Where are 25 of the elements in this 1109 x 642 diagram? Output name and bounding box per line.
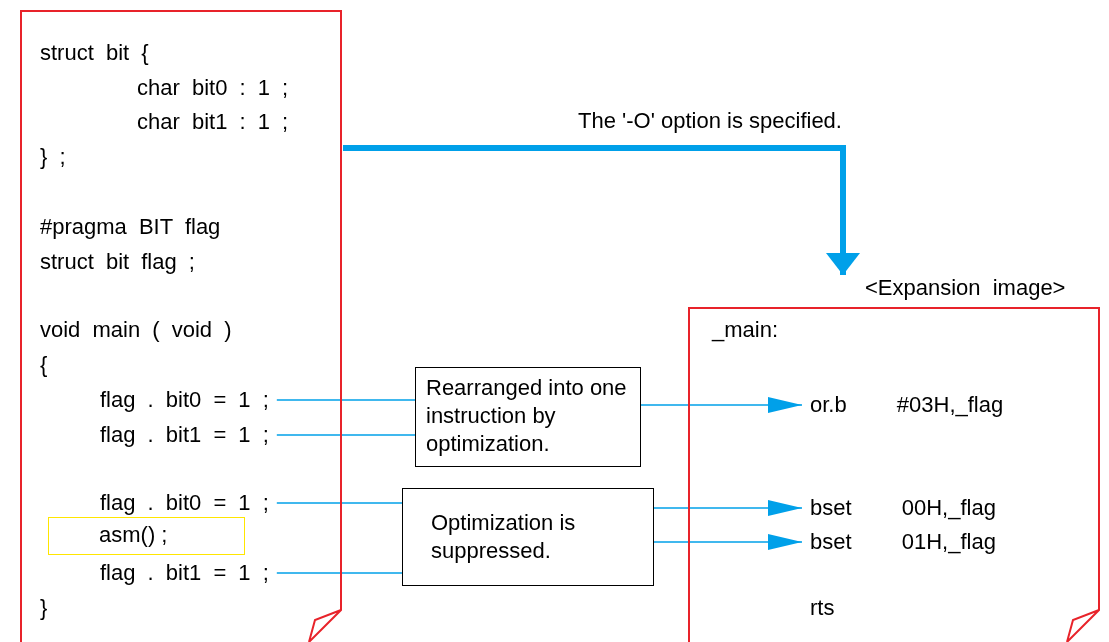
code-line: flag . bit1 = 1 ; — [100, 422, 269, 448]
arrow — [653, 534, 803, 550]
code-line: char bit0 : 1 ; — [137, 75, 289, 101]
note-box: Optimization is suppressed. — [402, 488, 654, 586]
code-line: void main ( void ) — [40, 317, 232, 343]
code-line: _main: — [712, 317, 779, 343]
page-heading: <Expansion image> — [865, 275, 1066, 301]
code-line: bset 00H,_flag — [810, 495, 996, 521]
code-line: flag . bit0 = 1 ; — [100, 387, 269, 413]
code-line: flag . bit1 = 1 ; — [100, 560, 269, 586]
arrow — [653, 500, 803, 516]
code-line: rts — [810, 595, 835, 621]
arrow — [640, 397, 803, 413]
note-box: Rearranged into one instruction by optimization. — [415, 367, 641, 467]
code-line: flag . bit0 = 1 ; — [100, 490, 269, 516]
code-line: struct bit flag ; — [40, 249, 195, 275]
code-line: #pragma BIT flag — [40, 214, 221, 240]
arrow — [343, 145, 860, 275]
code-line: } — [40, 595, 48, 621]
code-line: bset 01H,_flag — [810, 529, 996, 555]
code-line: char bit1 : 1 ; — [137, 109, 289, 135]
code-line: } ; — [40, 144, 66, 170]
code-line: struct bit { — [40, 40, 149, 66]
code-line: { — [40, 352, 48, 378]
code-line: or.b #03H,_flag — [810, 392, 1004, 418]
